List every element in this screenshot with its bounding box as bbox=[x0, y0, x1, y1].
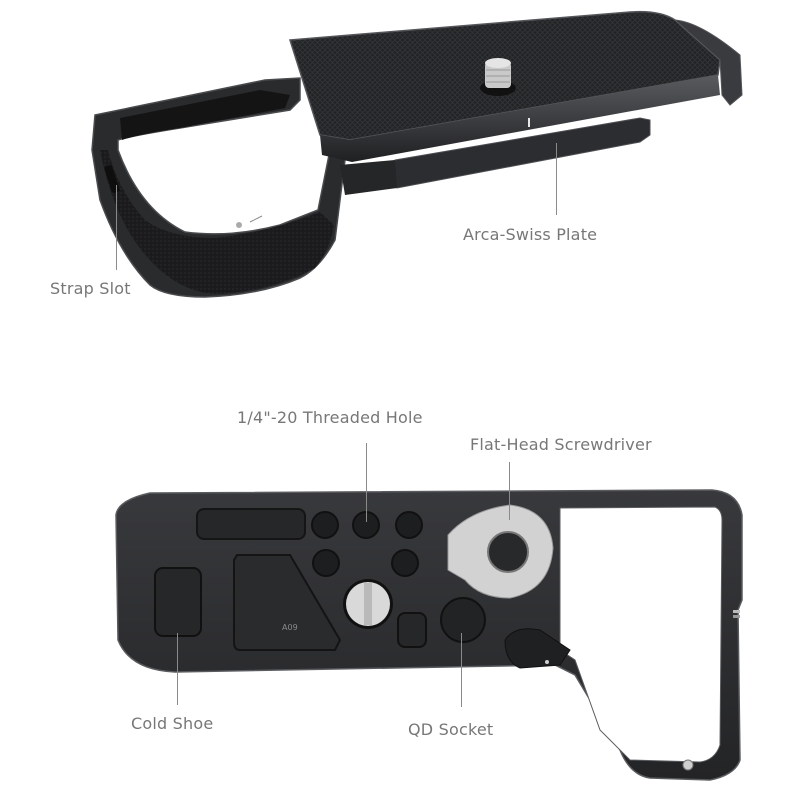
qd-socket-leader bbox=[461, 633, 462, 707]
qd-socket-marker bbox=[440, 597, 486, 643]
frame-cutout bbox=[559, 506, 723, 763]
strap-slot-opening bbox=[104, 164, 120, 194]
cold-shoe-label: Cold Shoe bbox=[131, 714, 214, 733]
plate-edge bbox=[320, 75, 720, 162]
bottom-view-bracket: A09 bbox=[115, 489, 743, 781]
cold-shoe-leader bbox=[177, 633, 178, 705]
flat-head-screwdriver-leader bbox=[509, 462, 510, 520]
flat-head-screwdriver-label: Flat-Head Screwdriver bbox=[470, 435, 652, 454]
top-view-bracket bbox=[91, 10, 743, 298]
arca-swiss-plate-label: Arca-Swiss Plate bbox=[463, 225, 598, 244]
arca-swiss-plate-leader bbox=[556, 143, 557, 215]
qd-socket-label: QD Socket bbox=[408, 720, 494, 739]
threaded-hole-leader bbox=[366, 443, 367, 522]
grip-leather bbox=[100, 150, 334, 294]
strap-slot-label: Strap Slot bbox=[50, 279, 131, 298]
threaded-hole-label: 1/4"-20 Threaded Hole bbox=[237, 408, 423, 427]
strap-slot-leader bbox=[116, 185, 117, 270]
engraving: A09 bbox=[282, 623, 298, 632]
cold-shoe-recess bbox=[154, 567, 202, 637]
